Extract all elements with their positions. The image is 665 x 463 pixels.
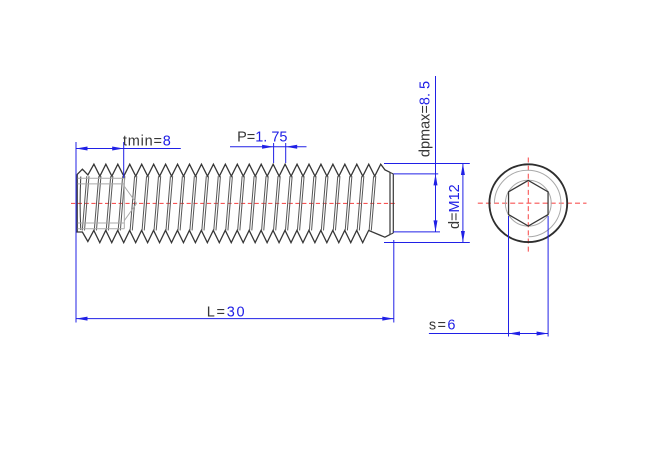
svg-text:tmin=8: tmin=8 (123, 134, 172, 150)
svg-text:s=6: s=6 (429, 318, 457, 334)
svg-text:d=M12: d=M12 (447, 184, 463, 229)
svg-text:L=30: L=30 (207, 304, 246, 320)
svg-text:P=1. 75: P=1. 75 (237, 129, 287, 145)
svg-text:dpmax=8. 5: dpmax=8. 5 (418, 81, 434, 157)
